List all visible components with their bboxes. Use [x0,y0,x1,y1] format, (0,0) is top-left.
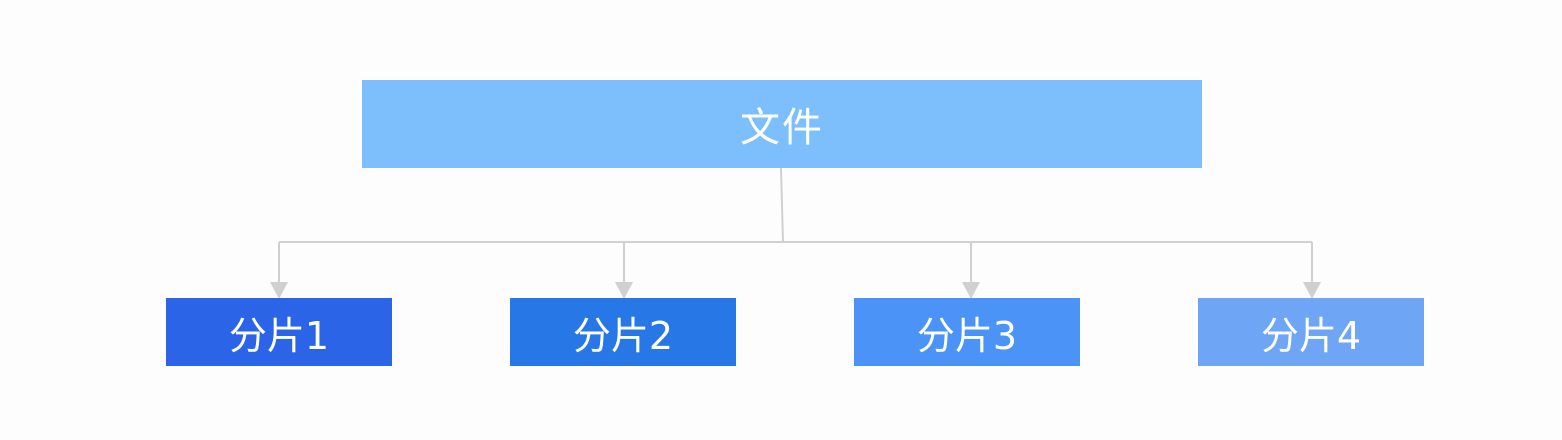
child-node-shard-4: 分片4 [1198,298,1424,366]
child-node-shard-1: 分片1 [166,298,392,366]
arrowhead-1 [270,282,288,299]
root-node-file: 文件 [362,80,1202,168]
arrowhead-3 [962,282,980,299]
child-node-shard-3: 分片3 [854,298,1080,366]
arrowhead-4 [1303,282,1321,299]
child-node-shard-2: 分片2 [510,298,736,366]
trunk-line [780,167,784,243]
arrowhead-2 [615,282,633,299]
